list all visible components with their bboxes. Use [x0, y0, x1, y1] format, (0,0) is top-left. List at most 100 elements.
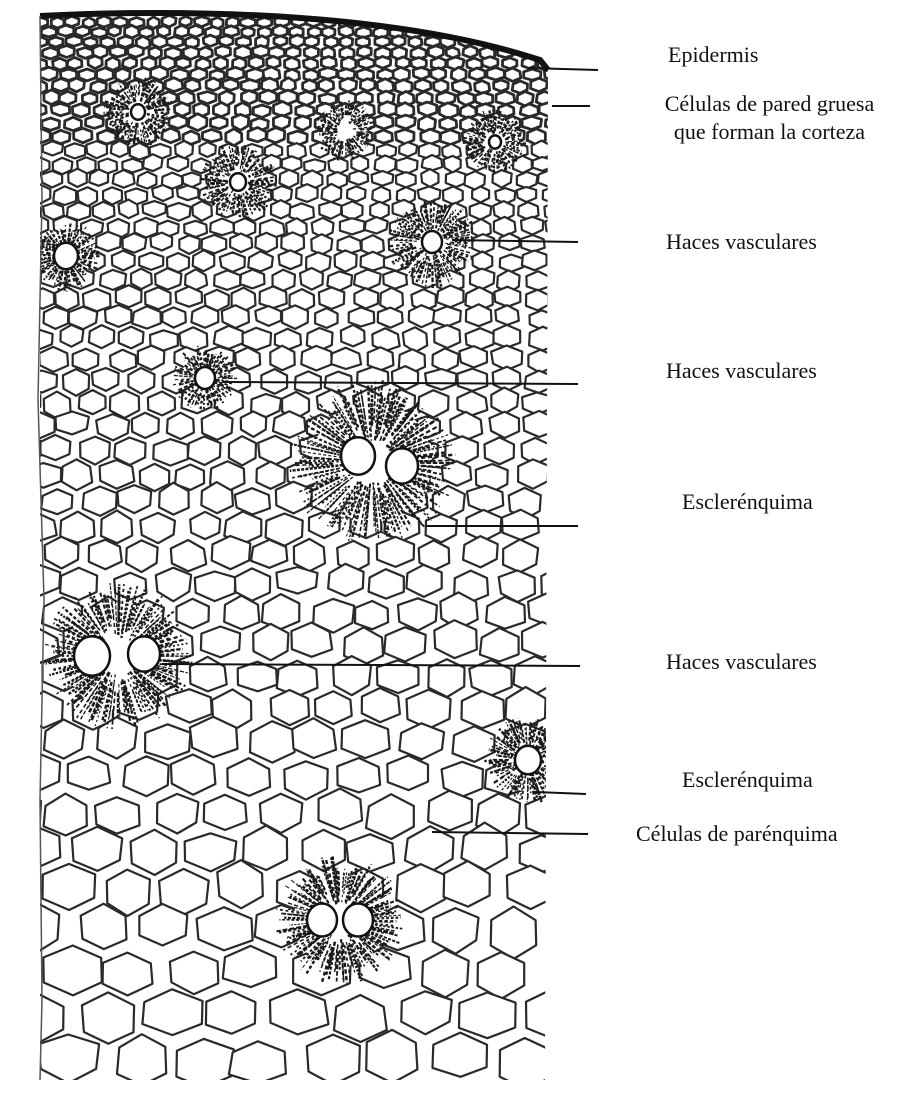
cell — [202, 411, 233, 440]
cell — [539, 102, 558, 116]
cell — [26, 371, 57, 393]
cell — [139, 253, 163, 270]
cell — [185, 79, 200, 91]
cell — [514, 656, 556, 694]
cell — [375, 37, 390, 47]
cell — [267, 128, 285, 143]
label-parenchyma-cells: Células de parénquima — [636, 820, 838, 848]
cell — [97, 16, 111, 27]
cell — [473, 27, 487, 39]
bundle-fiber — [450, 243, 470, 244]
cell — [403, 327, 427, 352]
cell — [214, 326, 243, 349]
cell — [295, 116, 311, 130]
cell — [303, 830, 345, 871]
cell — [396, 129, 415, 144]
cell — [462, 691, 505, 728]
leader-line-vascular-bundles-1 — [452, 240, 578, 242]
cell — [137, 172, 156, 189]
cell — [0, 567, 13, 599]
cell — [440, 117, 457, 130]
cell — [31, 158, 50, 174]
cell — [1, 540, 37, 568]
cell — [418, 187, 441, 203]
cell — [503, 58, 517, 69]
vessel-lumen — [74, 636, 110, 676]
vessel-lumen — [343, 904, 373, 937]
cell — [40, 435, 70, 460]
cell — [551, 79, 567, 91]
bundle-fiber — [346, 143, 347, 158]
cell — [41, 489, 72, 514]
cell — [65, 143, 85, 158]
cell — [6, 186, 25, 205]
label-sclerenchyma-1: Esclerénquima — [682, 488, 813, 516]
cell — [206, 78, 220, 91]
cell — [300, 268, 323, 290]
cell — [301, 346, 332, 371]
cell — [72, 104, 89, 117]
cell — [0, 657, 35, 696]
cell — [516, 18, 530, 28]
cell — [370, 202, 389, 219]
cell — [544, 38, 560, 48]
cell — [340, 78, 357, 92]
cell — [105, 305, 131, 327]
cell — [525, 371, 553, 393]
cell — [303, 80, 317, 92]
cell — [89, 540, 122, 570]
cell — [549, 17, 564, 27]
cell — [290, 35, 305, 47]
cell — [361, 252, 386, 271]
cell — [422, 155, 443, 170]
cell — [466, 304, 492, 326]
bundle-fiber — [431, 203, 432, 218]
cell — [197, 907, 253, 950]
cell — [14, 78, 29, 92]
cell — [117, 1034, 166, 1085]
cell — [229, 1041, 286, 1083]
cell — [110, 350, 136, 372]
cell — [260, 90, 277, 104]
cell — [531, 78, 547, 92]
cell — [496, 91, 515, 104]
cell — [91, 81, 107, 93]
cell — [80, 437, 110, 465]
cell — [0, 758, 16, 797]
cell — [0, 990, 5, 1039]
cell — [214, 57, 228, 70]
bundle-fiber — [544, 766, 569, 775]
cell — [396, 115, 415, 129]
cell — [437, 17, 451, 28]
vessel-lumen — [128, 636, 160, 671]
cell — [401, 991, 452, 1034]
cell — [143, 201, 167, 217]
cell — [331, 348, 361, 369]
cell — [58, 46, 74, 58]
cell — [322, 184, 342, 202]
cell — [131, 269, 152, 290]
cell — [96, 232, 120, 252]
cell — [428, 791, 472, 831]
cell — [17, 203, 40, 220]
cell — [0, 369, 21, 391]
cell — [190, 657, 227, 692]
cell — [459, 993, 516, 1039]
cell — [31, 288, 54, 309]
cell — [528, 350, 553, 373]
cell — [157, 794, 198, 834]
cell — [506, 27, 519, 39]
cell — [23, 116, 39, 129]
cell — [372, 328, 399, 351]
cell — [517, 172, 538, 189]
cell — [434, 620, 477, 658]
cell — [223, 79, 239, 90]
cell — [75, 26, 90, 36]
cell — [184, 221, 207, 237]
cell — [204, 795, 247, 830]
vessel-lumen — [195, 367, 215, 389]
label-thick-walled-cells-line1: Células de pared gruesa — [622, 90, 917, 118]
cell — [463, 46, 477, 58]
cell — [0, 724, 34, 764]
cell — [138, 346, 164, 370]
